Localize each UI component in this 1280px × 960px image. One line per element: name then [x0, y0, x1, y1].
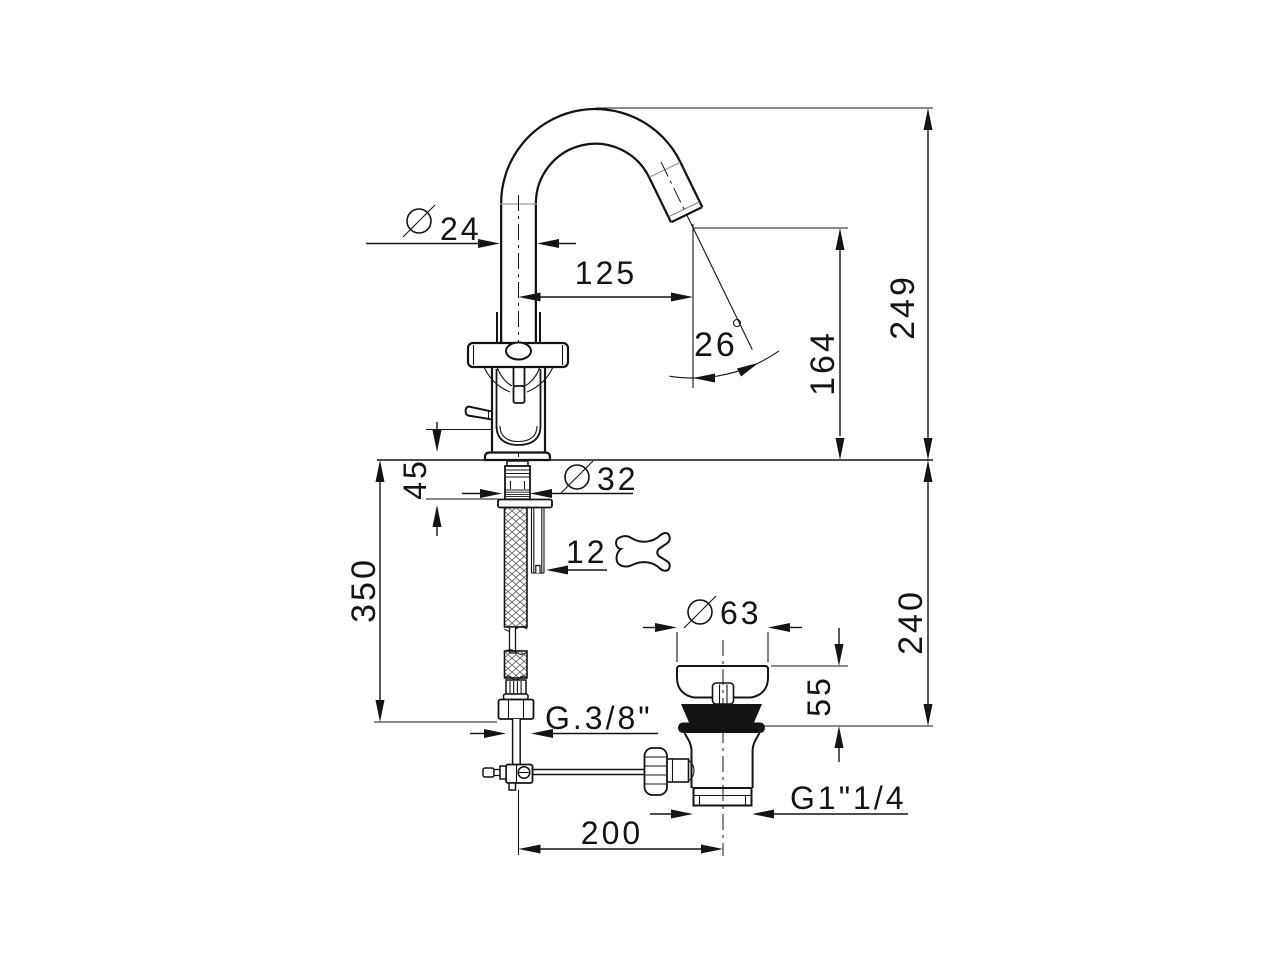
dim-supply-thread: G.3/8": [470, 700, 658, 738]
faucet-handle: [466, 312, 570, 369]
dim-label: 125: [575, 255, 637, 291]
dim-label: 24: [440, 211, 482, 247]
hose-break-inner-tube: [508, 626, 517, 654]
dim-spout-reach: 125: [518, 255, 693, 302]
dim-label: 55: [801, 675, 837, 717]
dim-height-spout: 164: [693, 227, 848, 460]
dim-hole-diameter: 32: [462, 460, 639, 498]
dim-spout-diameter: 24: [366, 204, 576, 248]
handle-center-ring: [505, 341, 532, 361]
dim-label: 200: [581, 815, 643, 851]
dim-label: 63: [720, 595, 762, 631]
dim-label: 240: [892, 589, 930, 655]
dim-depth-below-deck: 240: [892, 460, 933, 726]
dim-waste-top-height: 55: [760, 628, 933, 762]
dim-waste-thread: G1"1/4: [650, 780, 908, 819]
diameter-symbol-icon: [406, 208, 432, 234]
mounting-shank: [497, 460, 553, 509]
horizontal-rod: [531, 768, 646, 776]
dim-label: 45: [397, 458, 433, 500]
supply-hose-nut: [497, 698, 535, 720]
dim-fixing-thickness: 45: [397, 422, 499, 536]
spout-axis-centerline: [660, 161, 688, 215]
dim-label: 12: [566, 534, 608, 570]
dim-height-total: 249: [596, 107, 933, 460]
dim-label: 164: [804, 330, 842, 396]
diameter-symbol-icon: [564, 464, 590, 490]
base-flange: [483, 451, 552, 462]
mounting-washer: [497, 498, 553, 509]
popup-rod-linkage: [482, 763, 646, 791]
waste-seal-ring: [678, 722, 765, 733]
waste-cone-gasket: [681, 704, 762, 723]
dim-hex-size: 12: [546, 532, 671, 575]
dim-spout-angle: 26: [669, 214, 780, 388]
faucet-spout: [499, 107, 704, 346]
knurled-nut: [643, 747, 668, 796]
dim-label: 350: [345, 557, 383, 623]
faucet-body: [464, 366, 554, 462]
flexible-hose: [497, 506, 535, 765]
rod-coupling-shaft: [665, 758, 690, 783]
dim-rod-offset: 200: [517, 790, 723, 855]
popup-waste-assembly: [643, 665, 769, 807]
degree-symbol-icon: [732, 318, 742, 328]
dim-label: G1"1/4: [790, 780, 907, 816]
dim-label: 249: [884, 274, 922, 340]
dim-hose-drop: 350: [345, 460, 497, 723]
dim-label: 32: [597, 461, 639, 497]
dim-label: G.3/8": [545, 700, 653, 736]
diameter-symbol-icon: [687, 599, 713, 625]
dim-label: 26: [694, 326, 738, 364]
wrench-icon: [615, 532, 671, 572]
popup-rod-guide: [530, 508, 545, 574]
rod-end-pin: [482, 767, 495, 778]
dim-waste-flange-diameter: 63: [643, 595, 802, 662]
